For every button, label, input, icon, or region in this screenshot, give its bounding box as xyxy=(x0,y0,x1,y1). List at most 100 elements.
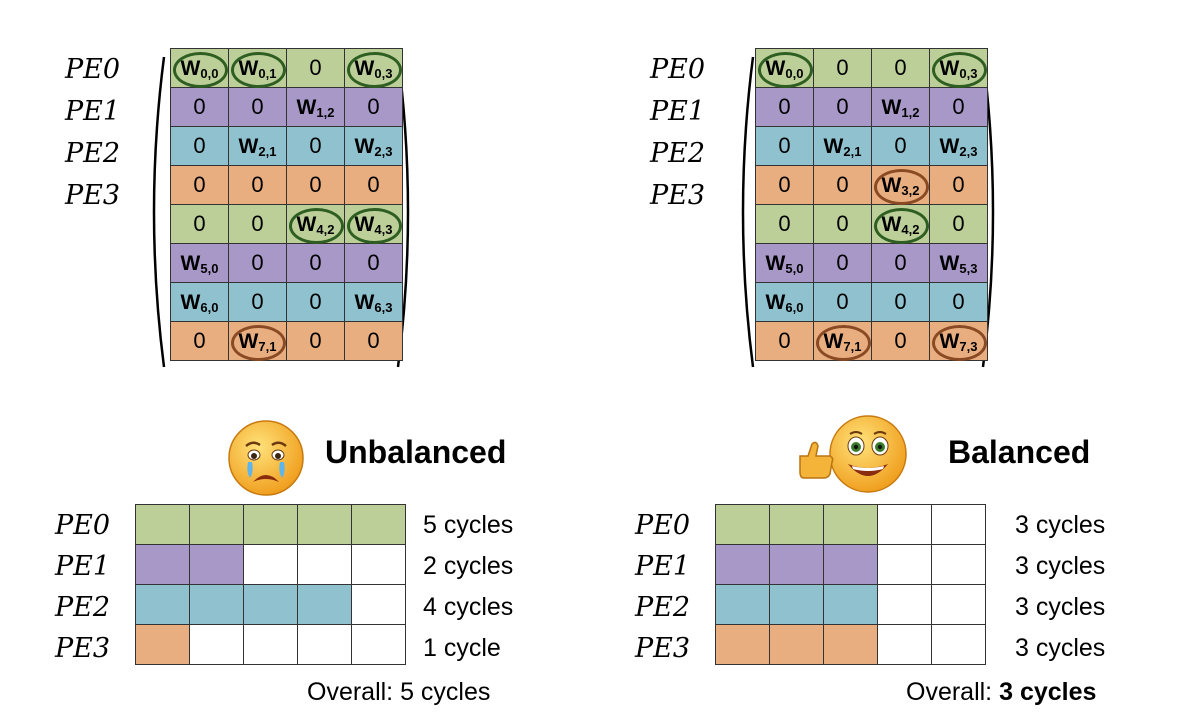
pe-label: PE0 xyxy=(65,54,121,85)
matrix-cell-value: 0 xyxy=(778,172,791,197)
matrix-cell: W0,1 xyxy=(228,48,287,88)
matrix-cell: 0 xyxy=(871,321,930,361)
pe-label: PE2 xyxy=(55,592,111,623)
matrix-cell-value: W1,2 xyxy=(881,96,920,120)
matrix-cell: 0 xyxy=(813,243,872,283)
busy-cycle-cell xyxy=(769,624,824,665)
matrix-cell-value: W1,2 xyxy=(296,96,335,120)
matrix-cell-value: 0 xyxy=(193,211,206,236)
matrix-cell: 0 xyxy=(170,87,229,127)
matrix-cell: 0 xyxy=(286,48,345,88)
pe-label: PE1 xyxy=(650,96,706,127)
idle-cycle-cell xyxy=(351,544,406,585)
matrix-cell-value: 0 xyxy=(952,94,965,119)
left-paren xyxy=(741,56,755,368)
matrix-cell: 0 xyxy=(813,282,872,322)
matrix-cell-value: 0 xyxy=(367,328,380,353)
pe-label: PE1 xyxy=(55,551,111,582)
matrix-cell-value: 0 xyxy=(251,289,264,314)
idle-cycle-cell xyxy=(931,584,986,625)
matrix-cell: W1,2 xyxy=(286,87,345,127)
busy-cycle-cell xyxy=(297,504,352,545)
pe-label: PE2 xyxy=(650,138,706,169)
overall-prefix: Overall: xyxy=(906,678,1000,706)
matrix-cell-value: 0 xyxy=(836,55,849,80)
matrix-cell-value: 0 xyxy=(836,94,849,119)
schedule-row xyxy=(715,504,986,545)
pe-label: PE2 xyxy=(65,138,121,169)
matrix-cell-value: W7,3 xyxy=(939,330,978,354)
matrix-cell: W5,3 xyxy=(929,243,988,283)
matrix-cell: 0 xyxy=(871,243,930,283)
matrix-cell-value: 0 xyxy=(778,328,791,353)
matrix-cell: 0 xyxy=(755,204,814,244)
matrix-cell-value: W3,2 xyxy=(881,174,920,198)
matrix-cell-value: 0 xyxy=(778,211,791,236)
busy-cycle-cell xyxy=(823,624,878,665)
balanced-schedule xyxy=(715,504,986,665)
matrix-cell-value: 0 xyxy=(952,211,965,236)
schedule-row xyxy=(715,624,986,665)
schedule-row xyxy=(715,584,986,625)
matrix-cell: W3,2 xyxy=(871,165,930,205)
matrix-cell-value: 0 xyxy=(367,94,380,119)
matrix-cell-value: W4,2 xyxy=(881,213,920,237)
matrix-cell: W2,1 xyxy=(813,126,872,166)
matrix-cell-value: W0,1 xyxy=(238,57,277,81)
matrix-cell-value: 0 xyxy=(251,211,264,236)
matrix-cell: 0 xyxy=(344,243,403,283)
matrix-cell: W0,0 xyxy=(170,48,229,88)
idle-cycle-cell xyxy=(189,624,244,665)
thumbs-up-smiling-face-icon xyxy=(786,412,916,501)
matrix-cell: 0 xyxy=(813,87,872,127)
matrix-cell: 0 xyxy=(755,321,814,361)
matrix-cell: W0,3 xyxy=(929,48,988,88)
matrix-cell: W7,1 xyxy=(228,321,287,361)
idle-cycle-cell xyxy=(877,544,932,585)
cycle-count: 4 cycles xyxy=(423,593,514,621)
pe-label: PE0 xyxy=(55,510,111,541)
busy-cycle-cell xyxy=(243,584,298,625)
matrix-cell: 0 xyxy=(228,165,287,205)
matrix-cell: W1,2 xyxy=(871,87,930,127)
busy-cycle-cell xyxy=(297,584,352,625)
matrix-cell-value: 0 xyxy=(894,250,907,275)
matrix-cell-value: 0 xyxy=(309,328,322,353)
cycle-count: 5 cycles xyxy=(423,511,514,539)
busy-cycle-cell xyxy=(189,584,244,625)
idle-cycle-cell xyxy=(931,544,986,585)
pe-label: PE1 xyxy=(65,96,121,127)
schedule-row xyxy=(135,544,406,585)
matrix-cell-value: W0,3 xyxy=(939,57,978,81)
matrix-cell-value: 0 xyxy=(894,133,907,158)
matrix-cell: 0 xyxy=(813,48,872,88)
schedule-row xyxy=(135,584,406,625)
idle-cycle-cell xyxy=(931,624,986,665)
idle-cycle-cell xyxy=(243,544,298,585)
cycle-count: 3 cycles xyxy=(1015,511,1106,539)
matrix-cell-value: W0,0 xyxy=(765,57,804,81)
matrix-cell: 0 xyxy=(286,321,345,361)
busy-cycle-cell xyxy=(135,544,190,585)
matrix-cell: 0 xyxy=(813,165,872,205)
matrix-cell: 0 xyxy=(286,243,345,283)
unbalanced-schedule xyxy=(135,504,406,665)
cycle-count: 1 cycle xyxy=(423,634,501,662)
matrix-cell: W5,0 xyxy=(755,243,814,283)
matrix-cell-value: W2,3 xyxy=(939,135,978,159)
idle-cycle-cell xyxy=(877,584,932,625)
overall-cycles: Overall: 5 cycles xyxy=(307,678,491,706)
busy-cycle-cell xyxy=(715,544,770,585)
matrix-cell: 0 xyxy=(813,204,872,244)
matrix-cell-value: W4,2 xyxy=(296,213,335,237)
matrix-cell: 0 xyxy=(286,126,345,166)
